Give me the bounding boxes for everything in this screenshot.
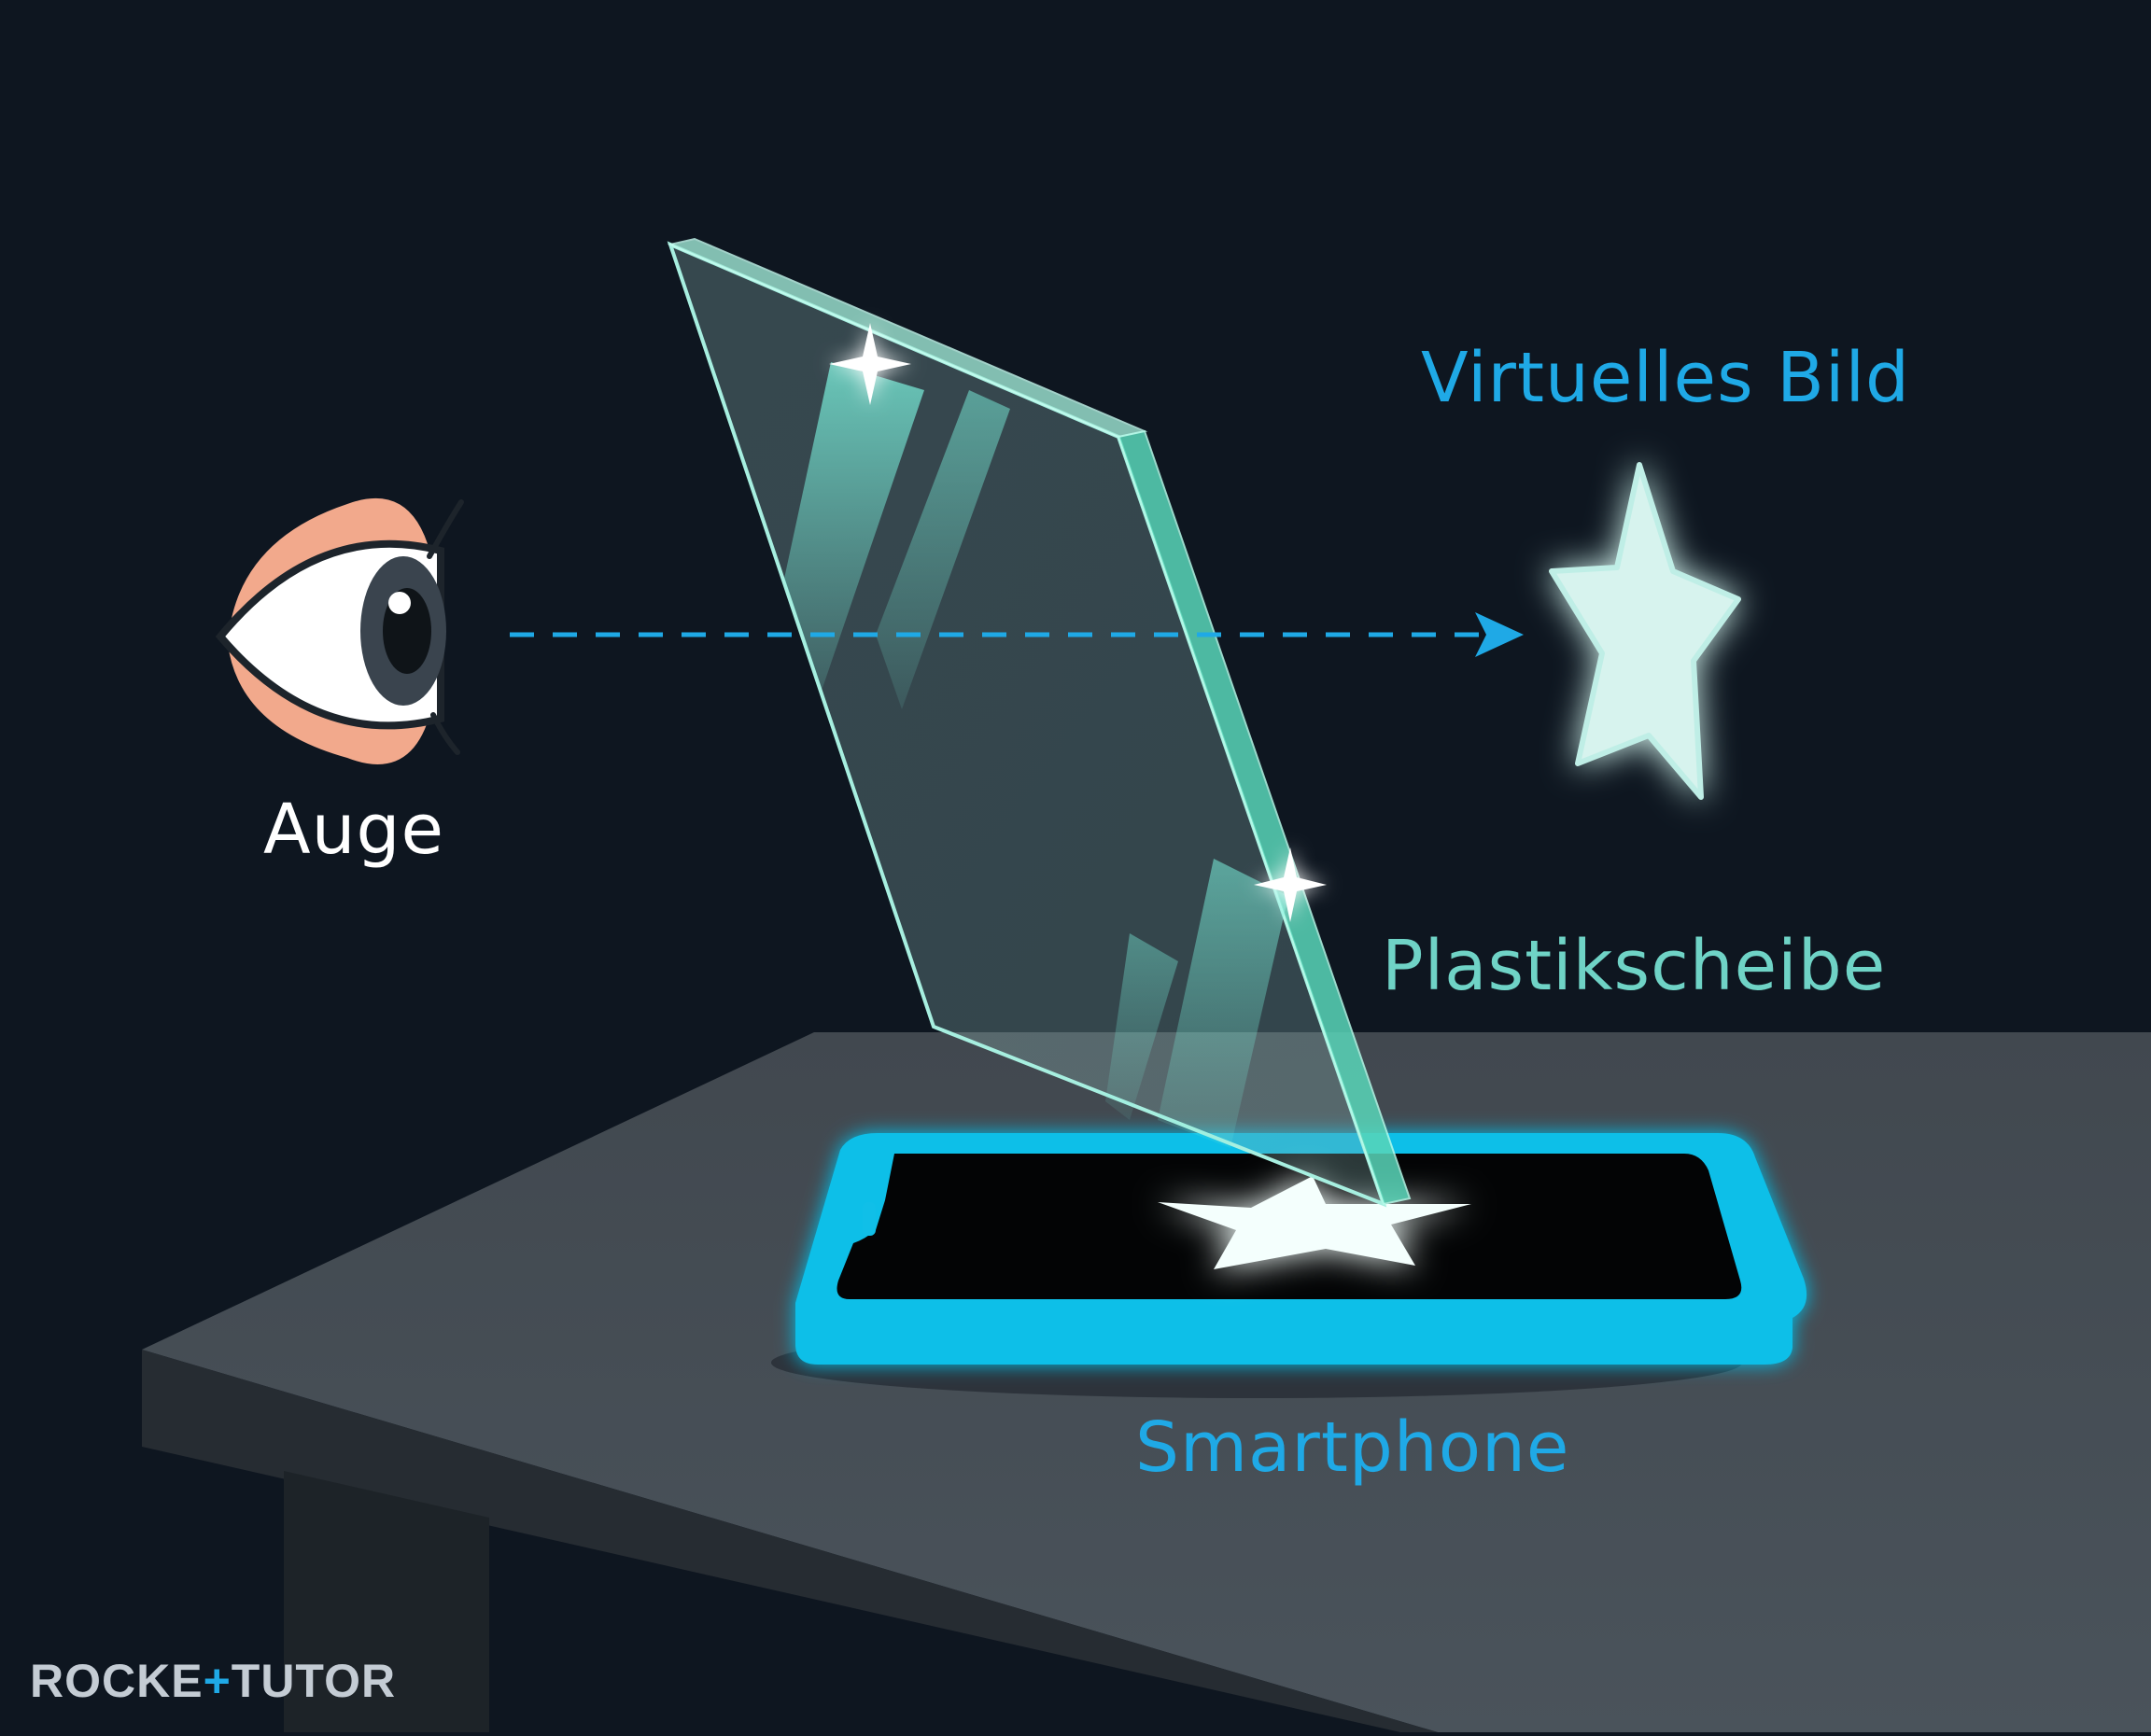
phone-side-button: [863, 1202, 876, 1236]
eye-lash-top: [427, 499, 464, 559]
logo-part-1: ROCKE: [30, 1655, 204, 1707]
arrow-head-icon: [1475, 612, 1524, 657]
label-eye: Auge: [263, 790, 445, 870]
sparkle-icon: [1254, 847, 1327, 922]
label-smartphone: Smartphone: [1135, 1407, 1570, 1488]
smartphone: [771, 1133, 1807, 1398]
pane-streak-1: [784, 362, 924, 691]
eye-icon: [215, 497, 464, 764]
virtual-star-icon: [1549, 462, 1741, 800]
plastic-pane: [667, 237, 1412, 1208]
logo-part-2: TUTOR: [231, 1655, 397, 1707]
pane-streak-2: [876, 390, 1010, 709]
label-plastic-pane: Plastikscheibe: [1382, 926, 1887, 1006]
eye-highlight: [388, 592, 411, 614]
eye-lash-bottom: [430, 712, 460, 755]
table-leg: [284, 1471, 489, 1732]
pane-streak-3: [1158, 859, 1288, 1148]
brand-logo: ROCKE+TUTOR: [30, 1654, 396, 1708]
sight-line: [510, 612, 1524, 657]
pane-streak-4: [1105, 933, 1178, 1120]
sparkle-icon: [829, 323, 911, 405]
pane-edge-right: [1117, 429, 1412, 1206]
table-front-edge: [142, 1350, 1438, 1732]
screen-star-icon: [1158, 1176, 1471, 1269]
logo-plus: +: [203, 1655, 232, 1707]
label-virtual-image: Virtuelles Bild: [1421, 338, 1911, 418]
